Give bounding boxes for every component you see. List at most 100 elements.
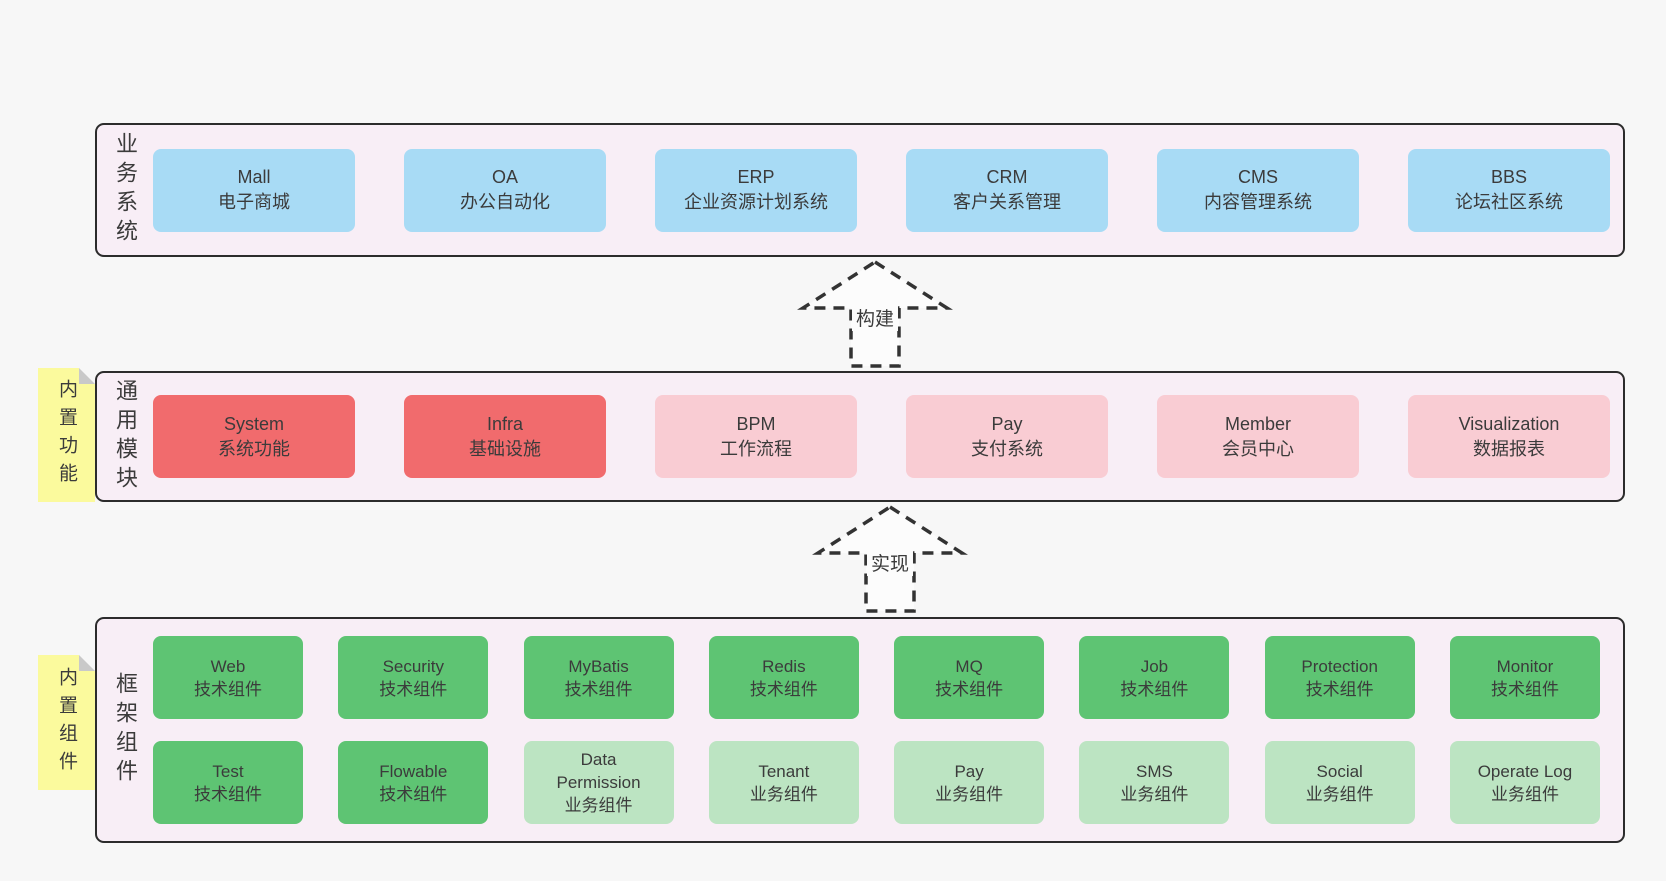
box-subtitle: 技术组件 [564,679,633,699]
folded-corner-icon [79,368,95,384]
box-monitor: Monitor 技术组件 [1449,636,1600,719]
implement-arrow: 实现 [810,503,970,615]
folded-corner-icon [79,655,95,671]
sticky-note-built-in-features: 内置功能 [38,368,95,502]
box-mall: Mall 电子商城 [153,148,355,232]
box-subtitle: 业务组件 [1305,784,1374,804]
box-mq: MQ 技术组件 [894,636,1045,719]
box-subtitle: 企业资源计划系统 [684,192,828,212]
section-label-text: 框架组件 [113,672,138,788]
box-title: BBS [1490,167,1528,187]
box-title: Data Permission [556,750,641,792]
build-arrow-label: 构建 [851,304,899,331]
box-title: Web [210,656,246,676]
box-security: Security 技术组件 [338,636,489,719]
box-subtitle: 业务组件 [1490,784,1559,804]
box-title: CMS [1238,167,1278,187]
section-label-business-systems: 业务系统 [97,125,153,255]
box-subtitle: 技术组件 [749,679,818,699]
box-job: Job 技术组件 [1079,636,1230,719]
box-redis: Redis 技术组件 [708,636,859,719]
box-subtitle: 数据报表 [1473,438,1545,459]
section-label-framework-components: 框架组件 [97,619,153,841]
box-cms: CMS 内容管理系统 [1157,148,1359,232]
box-title: Security [382,656,444,676]
box-title: MyBatis [568,656,629,676]
box-subtitle: 内容管理系统 [1204,192,1312,212]
box-pay: Pay 支付系统 [906,395,1108,478]
box-protection: Protection 技术组件 [1264,636,1415,719]
box-subtitle: 技术组件 [1305,679,1374,699]
box-subtitle: 支付系统 [971,438,1043,459]
box-subtitle: 系统功能 [218,438,290,459]
box-title: CRM [986,167,1028,187]
box-social: Social 业务组件 [1264,741,1415,824]
box-subtitle: 技术组件 [379,784,448,804]
box-subtitle: 技术组件 [1490,679,1559,699]
box-subtitle: 客户关系管理 [953,192,1061,212]
box-title: Infra [486,413,524,434]
box-title: ERP [737,167,775,187]
box-subtitle: 会员中心 [1222,438,1294,459]
box-title: Protection [1301,656,1378,676]
build-arrow: 构建 [795,258,955,370]
box-bpm: BPM 工作流程 [655,395,857,478]
box-title: Monitor [1496,656,1554,676]
box-mybatis: MyBatis 技术组件 [523,636,674,719]
modules-box-row: System 系统功能 Infra 基础设施 BPM 工作流程 Pay 支付系统… [153,373,1623,500]
section-label-text: 通用模块 [113,378,138,495]
box-subtitle: 基础设施 [469,438,541,459]
components-box-row-2: Test 技术组件 Flowable 技术组件 Data Permission … [153,741,1600,824]
sticky-note-label: 内置功能 [56,379,77,491]
box-data-permission: Data Permission 业务组件 [523,741,674,824]
box-title: Social [1316,761,1363,781]
box-title: OA [491,167,518,187]
box-title: Member [1224,413,1291,434]
box-title: Operate Log [1477,761,1573,781]
box-subtitle: 工作流程 [720,438,792,459]
box-operate-log: Operate Log 业务组件 [1449,741,1600,824]
box-subtitle: 技术组件 [935,679,1004,699]
box-tenant: Tenant 业务组件 [708,741,859,824]
box-subtitle: 论坛社区系统 [1455,192,1563,212]
box-infra: Infra 基础设施 [404,395,606,478]
box-member: Member 会员中心 [1157,395,1359,478]
box-oa: OA 办公自动化 [404,148,606,232]
box-subtitle: 技术组件 [379,679,448,699]
box-subtitle: 技术组件 [194,679,262,699]
sticky-note-built-in-components: 内置组件 [38,655,95,790]
section-business-systems: 业务系统 Mall 电子商城 OA 办公自动化 ERP 企业资源计划系统 CRM… [95,123,1625,257]
box-visualization: Visualization 数据报表 [1408,395,1610,478]
box-subtitle: 技术组件 [1120,679,1189,699]
box-subtitle: 办公自动化 [460,192,550,212]
box-title: Test [212,761,244,781]
box-web: Web 技术组件 [153,636,303,719]
box-flowable: Flowable 技术组件 [338,741,489,824]
box-title: MQ [955,656,983,676]
box-title: BPM [736,413,776,434]
box-bbs: BBS 论坛社区系统 [1408,148,1610,232]
box-subtitle: 技术组件 [194,784,262,804]
box-subtitle: 电子商城 [218,192,290,212]
box-title: Redis [762,656,806,676]
box-title: Flowable [379,761,448,781]
box-title: SMS [1135,761,1173,781]
box-erp: ERP 企业资源计划系统 [655,148,857,232]
box-subtitle: 业务组件 [1120,784,1189,804]
box-title: Mall [237,167,271,187]
section-framework-components: 框架组件 Web 技术组件 Security 技术组件 MyBatis 技术组件… [95,617,1625,843]
box-test: Test 技术组件 [153,741,303,824]
box-subtitle: 业务组件 [564,796,633,815]
components-box-row-1: Web 技术组件 Security 技术组件 MyBatis 技术组件 Redi… [153,636,1600,719]
box-title: Job [1140,656,1169,676]
sticky-note-label: 内置组件 [56,666,77,779]
components-rows: Web 技术组件 Security 技术组件 MyBatis 技术组件 Redi… [153,619,1623,841]
section-common-modules: 通用模块 System 系统功能 Infra 基础设施 BPM 工作流程 Pay… [95,371,1625,502]
box-title: System [223,413,284,434]
box-title: Tenant [758,761,810,781]
section-label-common-modules: 通用模块 [97,373,153,500]
section-label-text: 业务系统 [113,132,138,248]
box-title: Visualization [1458,413,1560,434]
box-crm: CRM 客户关系管理 [906,148,1108,232]
